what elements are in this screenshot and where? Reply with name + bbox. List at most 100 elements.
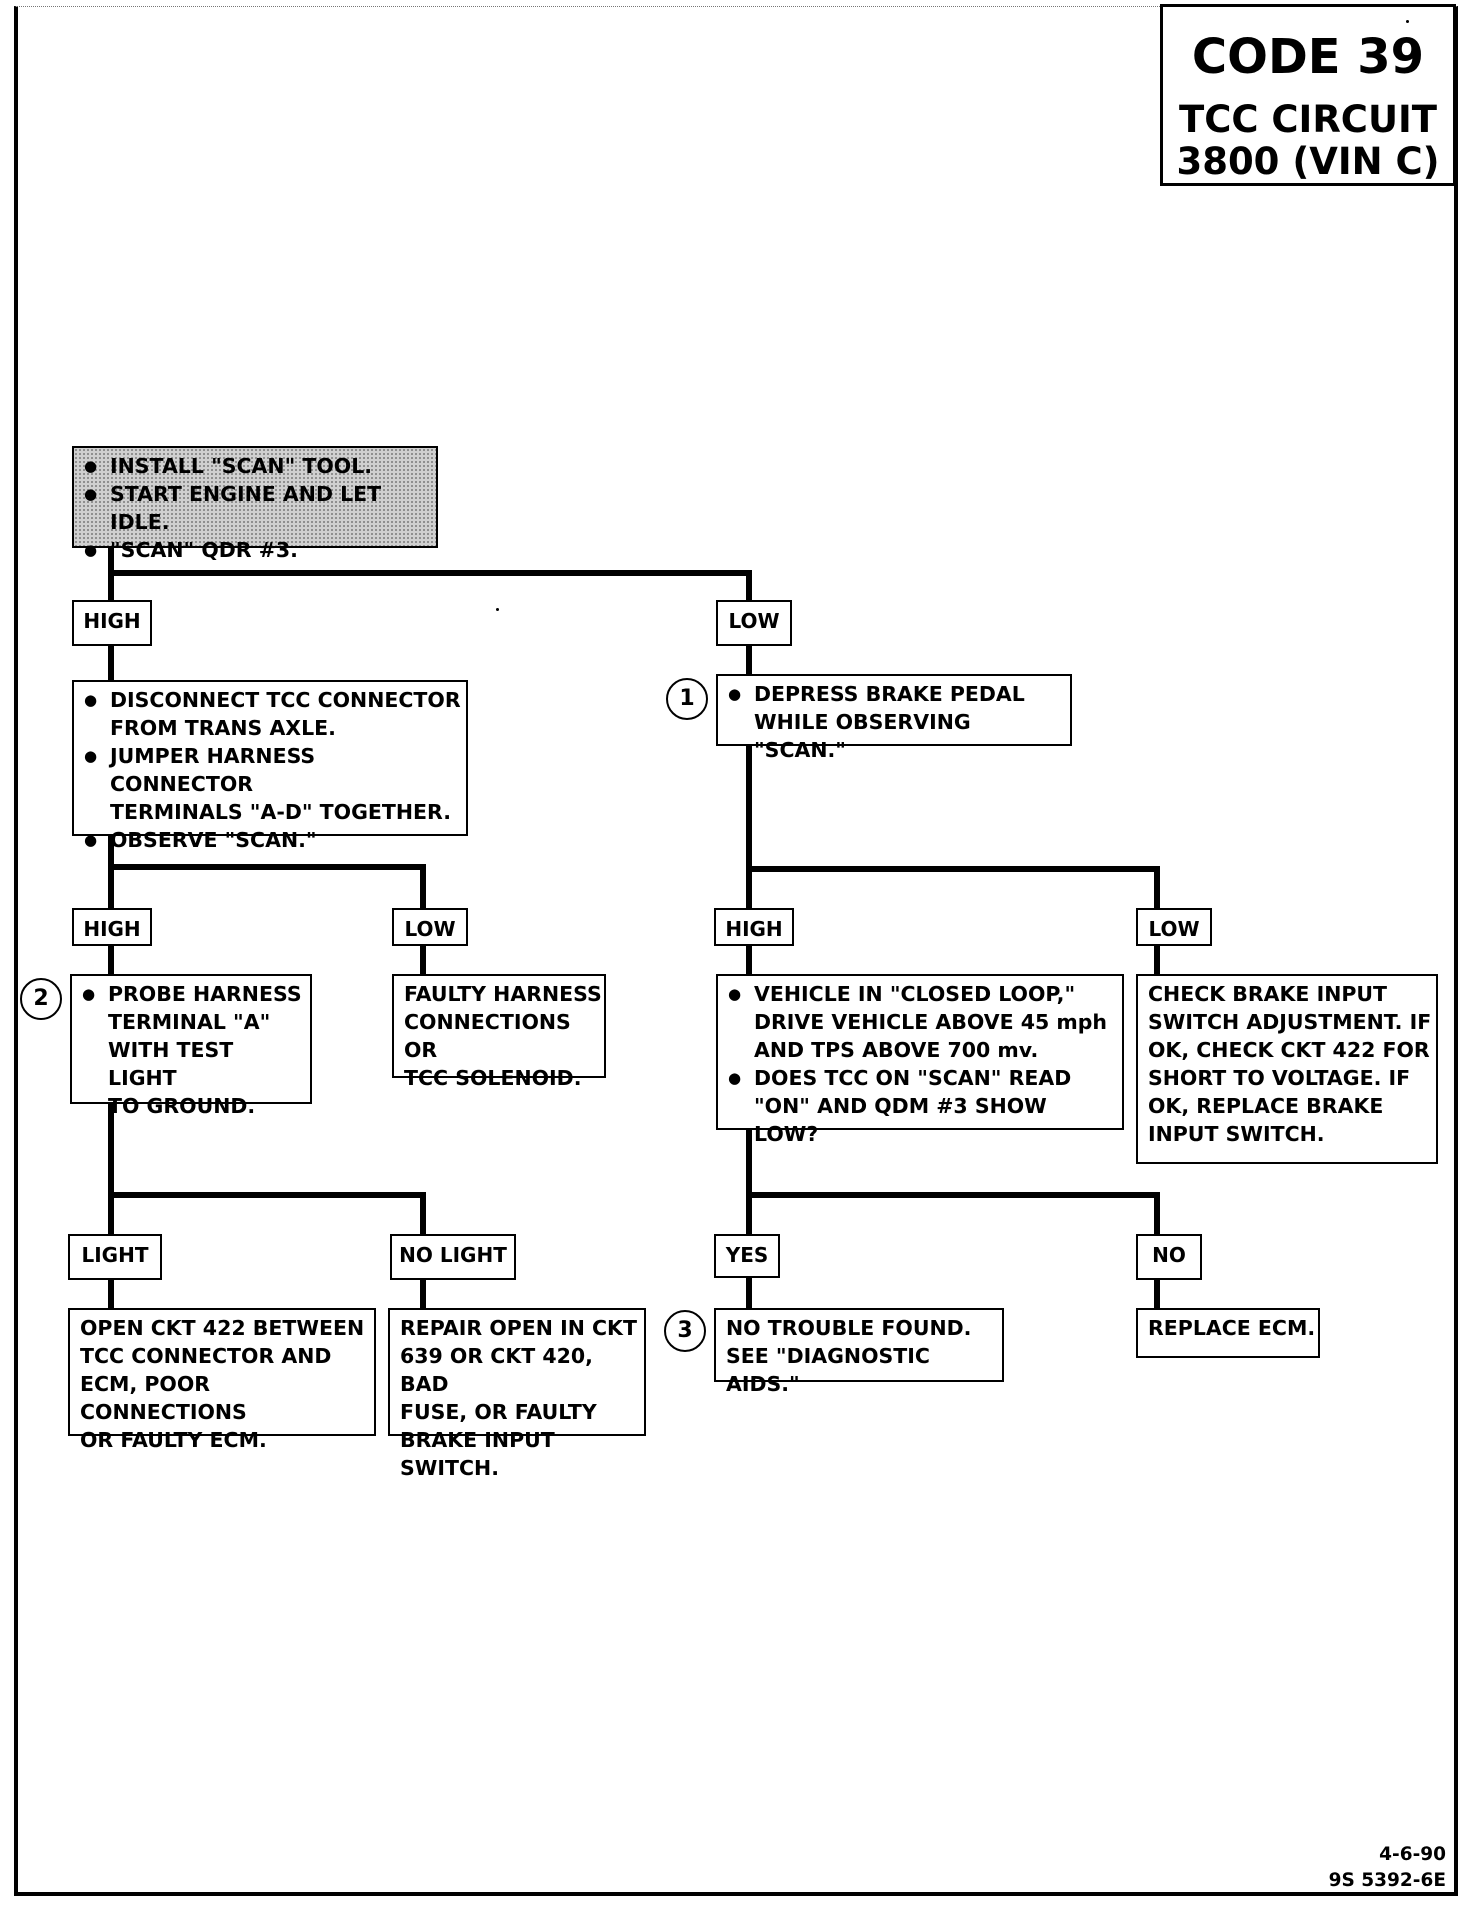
disconnect-step: JUMPER HARNESS CONNECTOR TERMINALS "A-D"…: [74, 742, 462, 826]
connector-line: [420, 864, 426, 908]
step-text: VEHICLE IN "CLOSED LOOP,": [754, 982, 1076, 1006]
disconnect-step: OBSERVE "SCAN.": [74, 826, 462, 854]
step-text: TERMINAL "A": [108, 1010, 271, 1034]
vehicle-step: VEHICLE IN "CLOSED LOOP," DRIVE VEHICLE …: [718, 980, 1118, 1064]
disconnect-step: DISCONNECT TCC CONNECTOR FROM TRANS AXLE…: [74, 686, 462, 742]
result-text: OR FAULTY ECM.: [80, 1428, 267, 1452]
no-trouble-found-box: NO TROUBLE FOUND. SEE "DIAGNOSTIC AIDS.": [714, 1308, 1004, 1396]
result-text: OPEN CKT 422 BETWEEN: [80, 1316, 365, 1340]
result-text: ECM, POOR CONNECTIONS: [80, 1372, 247, 1424]
result-text: NO TROUBLE FOUND.: [726, 1316, 972, 1340]
result-text: REPAIR OPEN IN CKT: [400, 1316, 637, 1340]
step-text: JUMPER HARNESS CONNECTOR: [110, 744, 316, 796]
connector-line: [746, 866, 1160, 872]
connector-line: [1154, 946, 1160, 974]
result-text: 639 OR CKT 420, BAD: [400, 1344, 593, 1396]
branch-no-light-label: NO LIGHT: [390, 1234, 516, 1280]
step-text: DRIVE VEHICLE ABOVE 45 mph: [754, 1010, 1108, 1034]
branch-high-label: HIGH: [72, 908, 152, 946]
branch-high-label: HIGH: [72, 600, 152, 646]
connector-line: [746, 646, 752, 674]
print-speck: [496, 608, 499, 611]
connector-line: [746, 946, 752, 974]
result-text: TCC SOLENOID.: [404, 1066, 582, 1090]
vehicle-step: DOES TCC ON "SCAN" READ "ON" AND QDM #3 …: [718, 1064, 1118, 1148]
connector-line: [746, 746, 752, 908]
result-text: SEE "DIAGNOSTIC AIDS.": [726, 1344, 930, 1396]
result-text: REPLACE ECM.: [1148, 1316, 1316, 1340]
result-text: SWITCH ADJUSTMENT. IF: [1148, 1010, 1432, 1034]
branch-yes-label: YES: [714, 1234, 780, 1278]
result-text: SHORT TO VOLTAGE. IF: [1148, 1066, 1411, 1090]
connector-line: [746, 1278, 752, 1308]
connector-line: [108, 1104, 114, 1234]
step-text: DEPRESS BRAKE PEDAL: [754, 682, 1025, 706]
probe-step: PROBE HARNESS TERMINAL "A" WITH TEST LIG…: [72, 980, 306, 1120]
connector-line: [420, 946, 426, 974]
title-block: CODE 39 TCC CIRCUIT 3800 (VIN C): [1160, 4, 1456, 186]
connector-line: [108, 836, 114, 908]
connector-line: [746, 570, 752, 600]
result-text: FAULTY HARNESS: [404, 982, 602, 1006]
code-title: CODE 39: [1191, 29, 1425, 85]
open-ckt-422-box: OPEN CKT 422 BETWEEN TCC CONNECTOR AND E…: [68, 1308, 376, 1452]
probe-harness-box: PROBE HARNESS TERMINAL "A" WITH TEST LIG…: [70, 974, 312, 1118]
print-speck: [1406, 20, 1409, 23]
revision-date: 4-6-90: [1379, 1844, 1446, 1865]
connector-line: [420, 1192, 426, 1234]
subtitle-line-2: 3800 (VIN C): [1176, 140, 1440, 183]
result-text: BRAKE INPUT SWITCH.: [400, 1428, 555, 1480]
step-text: TERMINALS "A-D" TOGETHER.: [110, 800, 452, 824]
branch-low-label: LOW: [392, 908, 468, 946]
branch-no-label: NO: [1136, 1234, 1202, 1280]
page-frame: [14, 6, 1458, 1896]
document-footer: 4-6-90 9S 5392-6E: [1329, 1842, 1446, 1894]
step-text: FROM TRANS AXLE.: [110, 716, 336, 740]
start-step: "SCAN" QDR #3.: [74, 536, 432, 564]
connector-line: [746, 1192, 1160, 1198]
connector-line: [108, 570, 752, 576]
connector-line: [108, 1280, 114, 1308]
connector-line: [746, 1130, 752, 1234]
replace-ecm-box: REPLACE ECM.: [1136, 1308, 1320, 1358]
circuit-subtitle: TCC CIRCUIT 3800 (VIN C): [1163, 99, 1453, 183]
closed-loop-test-box: VEHICLE IN "CLOSED LOOP," DRIVE VEHICLE …: [716, 974, 1124, 1146]
connector-line: [108, 946, 114, 974]
start-step: START ENGINE AND LET IDLE.: [74, 480, 432, 536]
step-text: DISCONNECT TCC CONNECTOR: [110, 688, 461, 712]
check-brake-input-box: CHECK BRAKE INPUT SWITCH ADJUSTMENT. IF …: [1136, 974, 1438, 1164]
result-text: CHECK BRAKE INPUT: [1148, 982, 1388, 1006]
repair-open-ckt-box: REPAIR OPEN IN CKT 639 OR CKT 420, BAD F…: [388, 1308, 646, 1480]
branch-low-label: LOW: [716, 600, 792, 646]
step-text: OBSERVE "SCAN.": [110, 828, 317, 852]
document-reference: 9S 5392-6E: [1328, 1870, 1446, 1891]
step-text: "ON" AND QDM #3 SHOW LOW?: [754, 1094, 1047, 1146]
result-text: OK, REPLACE BRAKE: [1148, 1094, 1384, 1118]
branch-high-label: HIGH: [714, 908, 794, 946]
step-text: WHILE OBSERVING "SCAN.": [754, 710, 971, 762]
step-text: TO GROUND.: [108, 1094, 256, 1118]
note-number-circle: 3: [664, 1310, 706, 1352]
result-text: OK, CHECK CKT 422 FOR: [1148, 1038, 1430, 1062]
step-text: AND TPS ABOVE 700 mv.: [754, 1038, 1039, 1062]
result-text: TCC CONNECTOR AND: [80, 1344, 332, 1368]
branch-low-label: LOW: [1136, 908, 1212, 946]
step-text: WITH TEST LIGHT: [108, 1038, 234, 1090]
note-number-circle: 2: [20, 978, 62, 1020]
faulty-harness-box: FAULTY HARNESS CONNECTIONS OR TCC SOLENO…: [392, 974, 606, 1090]
result-text: FUSE, OR FAULTY: [400, 1400, 597, 1424]
note-number-circle: 1: [666, 678, 708, 720]
connector-line: [1154, 1280, 1160, 1308]
start-instructions-box: INSTALL "SCAN" TOOL. START ENGINE AND LE…: [72, 446, 438, 564]
connector-line: [1154, 866, 1160, 908]
connector-line: [108, 646, 114, 680]
step-text: PROBE HARNESS: [108, 982, 302, 1006]
result-text: INPUT SWITCH.: [1148, 1122, 1325, 1146]
step-text: DOES TCC ON "SCAN" READ: [754, 1066, 1072, 1090]
connector-line: [108, 864, 426, 870]
branch-light-label: LIGHT: [68, 1234, 162, 1280]
disconnect-connector-box: DISCONNECT TCC CONNECTOR FROM TRANS AXLE…: [72, 680, 468, 854]
connector-line: [420, 1280, 426, 1308]
connector-line: [108, 1192, 426, 1198]
connector-line: [1154, 1192, 1160, 1234]
